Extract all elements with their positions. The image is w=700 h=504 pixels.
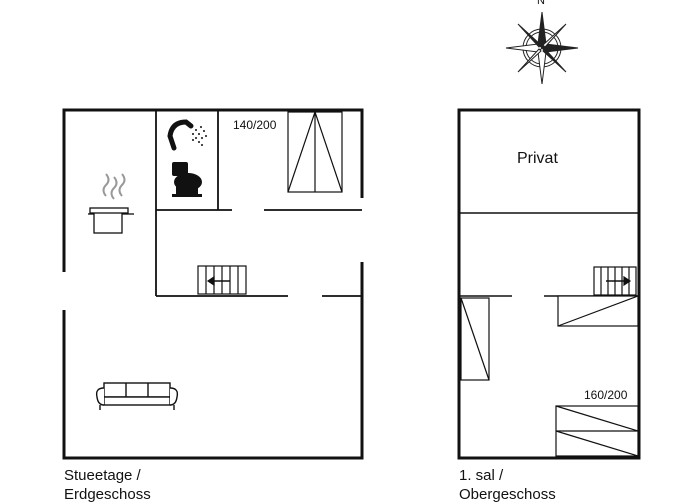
- first-floor-label-2: Obergeschoss: [459, 486, 556, 503]
- cooking-pot-icon: [88, 173, 134, 234]
- ground-bed-size-label: 140/200: [233, 118, 277, 132]
- first-floor-walls: [457, 108, 641, 460]
- upper-bed-size-label: 160/200: [584, 388, 628, 402]
- ground-floor-inner-walls: [155, 110, 362, 297]
- staircase-icon: [197, 265, 247, 295]
- ground-floor-label-2: Erdgeschoss: [64, 486, 151, 503]
- ground-floor-label-1: Stueetage /: [64, 467, 141, 484]
- staircase-icon: [593, 266, 637, 296]
- wardrobe-icon: [460, 297, 490, 381]
- compass-rose-icon: [505, 11, 579, 85]
- bed-icon: [287, 111, 343, 193]
- ground-floor-walls: [62, 108, 364, 460]
- toilet-icon: [172, 162, 202, 197]
- bed-icon: [555, 405, 639, 457]
- private-room-label: Privat: [517, 150, 558, 167]
- wardrobe-icon: [557, 295, 639, 327]
- compass-north-label: N: [537, 0, 545, 7]
- first-floor-label-1: 1. sal /: [459, 467, 504, 484]
- shower-icon: [167, 119, 207, 151]
- sofa-icon: [95, 382, 179, 410]
